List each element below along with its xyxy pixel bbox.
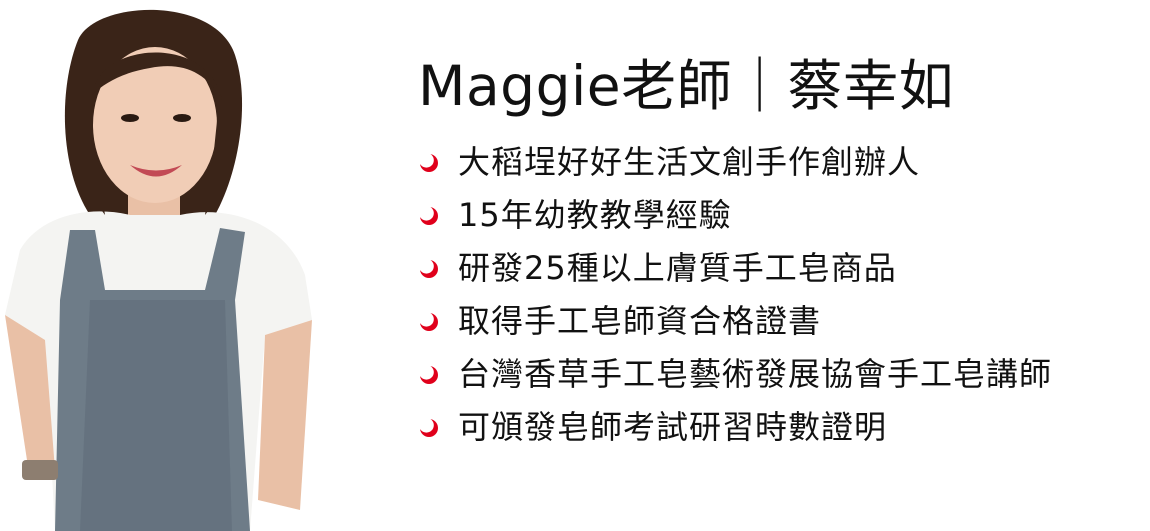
teacher-name-title: Maggie老師｜蔡幸如	[418, 54, 955, 118]
red-crescent-bullet-icon	[419, 205, 438, 225]
credential-text: 台灣香草手工皂藝術發展協會手工皂講師	[458, 355, 1053, 393]
list-item: 台灣香草手工皂藝術發展協會手工皂講師	[418, 348, 1146, 401]
credential-text: 15年幼教教學經驗	[458, 196, 732, 234]
list-item: 15年幼教教學經驗	[418, 189, 1146, 242]
credential-text: 可頒發皂師考試研習時數證明	[458, 408, 888, 446]
teacher-info: Maggie老師｜蔡幸如 大稻埕好好生活文創手作創辦人 15年幼教教學經驗 研發…	[418, 44, 1146, 454]
list-item: 可頒發皂師考試研習時數證明	[418, 401, 1146, 454]
credential-text: 大稻埕好好生活文創手作創辦人	[458, 143, 921, 181]
red-crescent-bullet-icon	[419, 364, 438, 384]
red-crescent-bullet-icon	[419, 152, 438, 172]
list-item: 取得手工皂師資合格證書	[418, 295, 1146, 348]
credential-text: 取得手工皂師資合格證書	[458, 302, 822, 340]
list-item: 研發25種以上膚質手工皂商品	[418, 242, 1146, 295]
credential-text: 研發25種以上膚質手工皂商品	[458, 249, 897, 287]
list-item: 大稻埕好好生活文創手作創辦人	[418, 136, 1146, 189]
portrait-illustration	[5, 9, 312, 531]
red-crescent-bullet-icon	[419, 311, 438, 331]
red-crescent-bullet-icon	[419, 258, 438, 278]
red-crescent-bullet-icon	[419, 417, 438, 437]
teacher-portrait	[0, 0, 320, 531]
credentials-list: 大稻埕好好生活文創手作創辦人 15年幼教教學經驗 研發25種以上膚質手工皂商品 …	[418, 136, 1146, 454]
